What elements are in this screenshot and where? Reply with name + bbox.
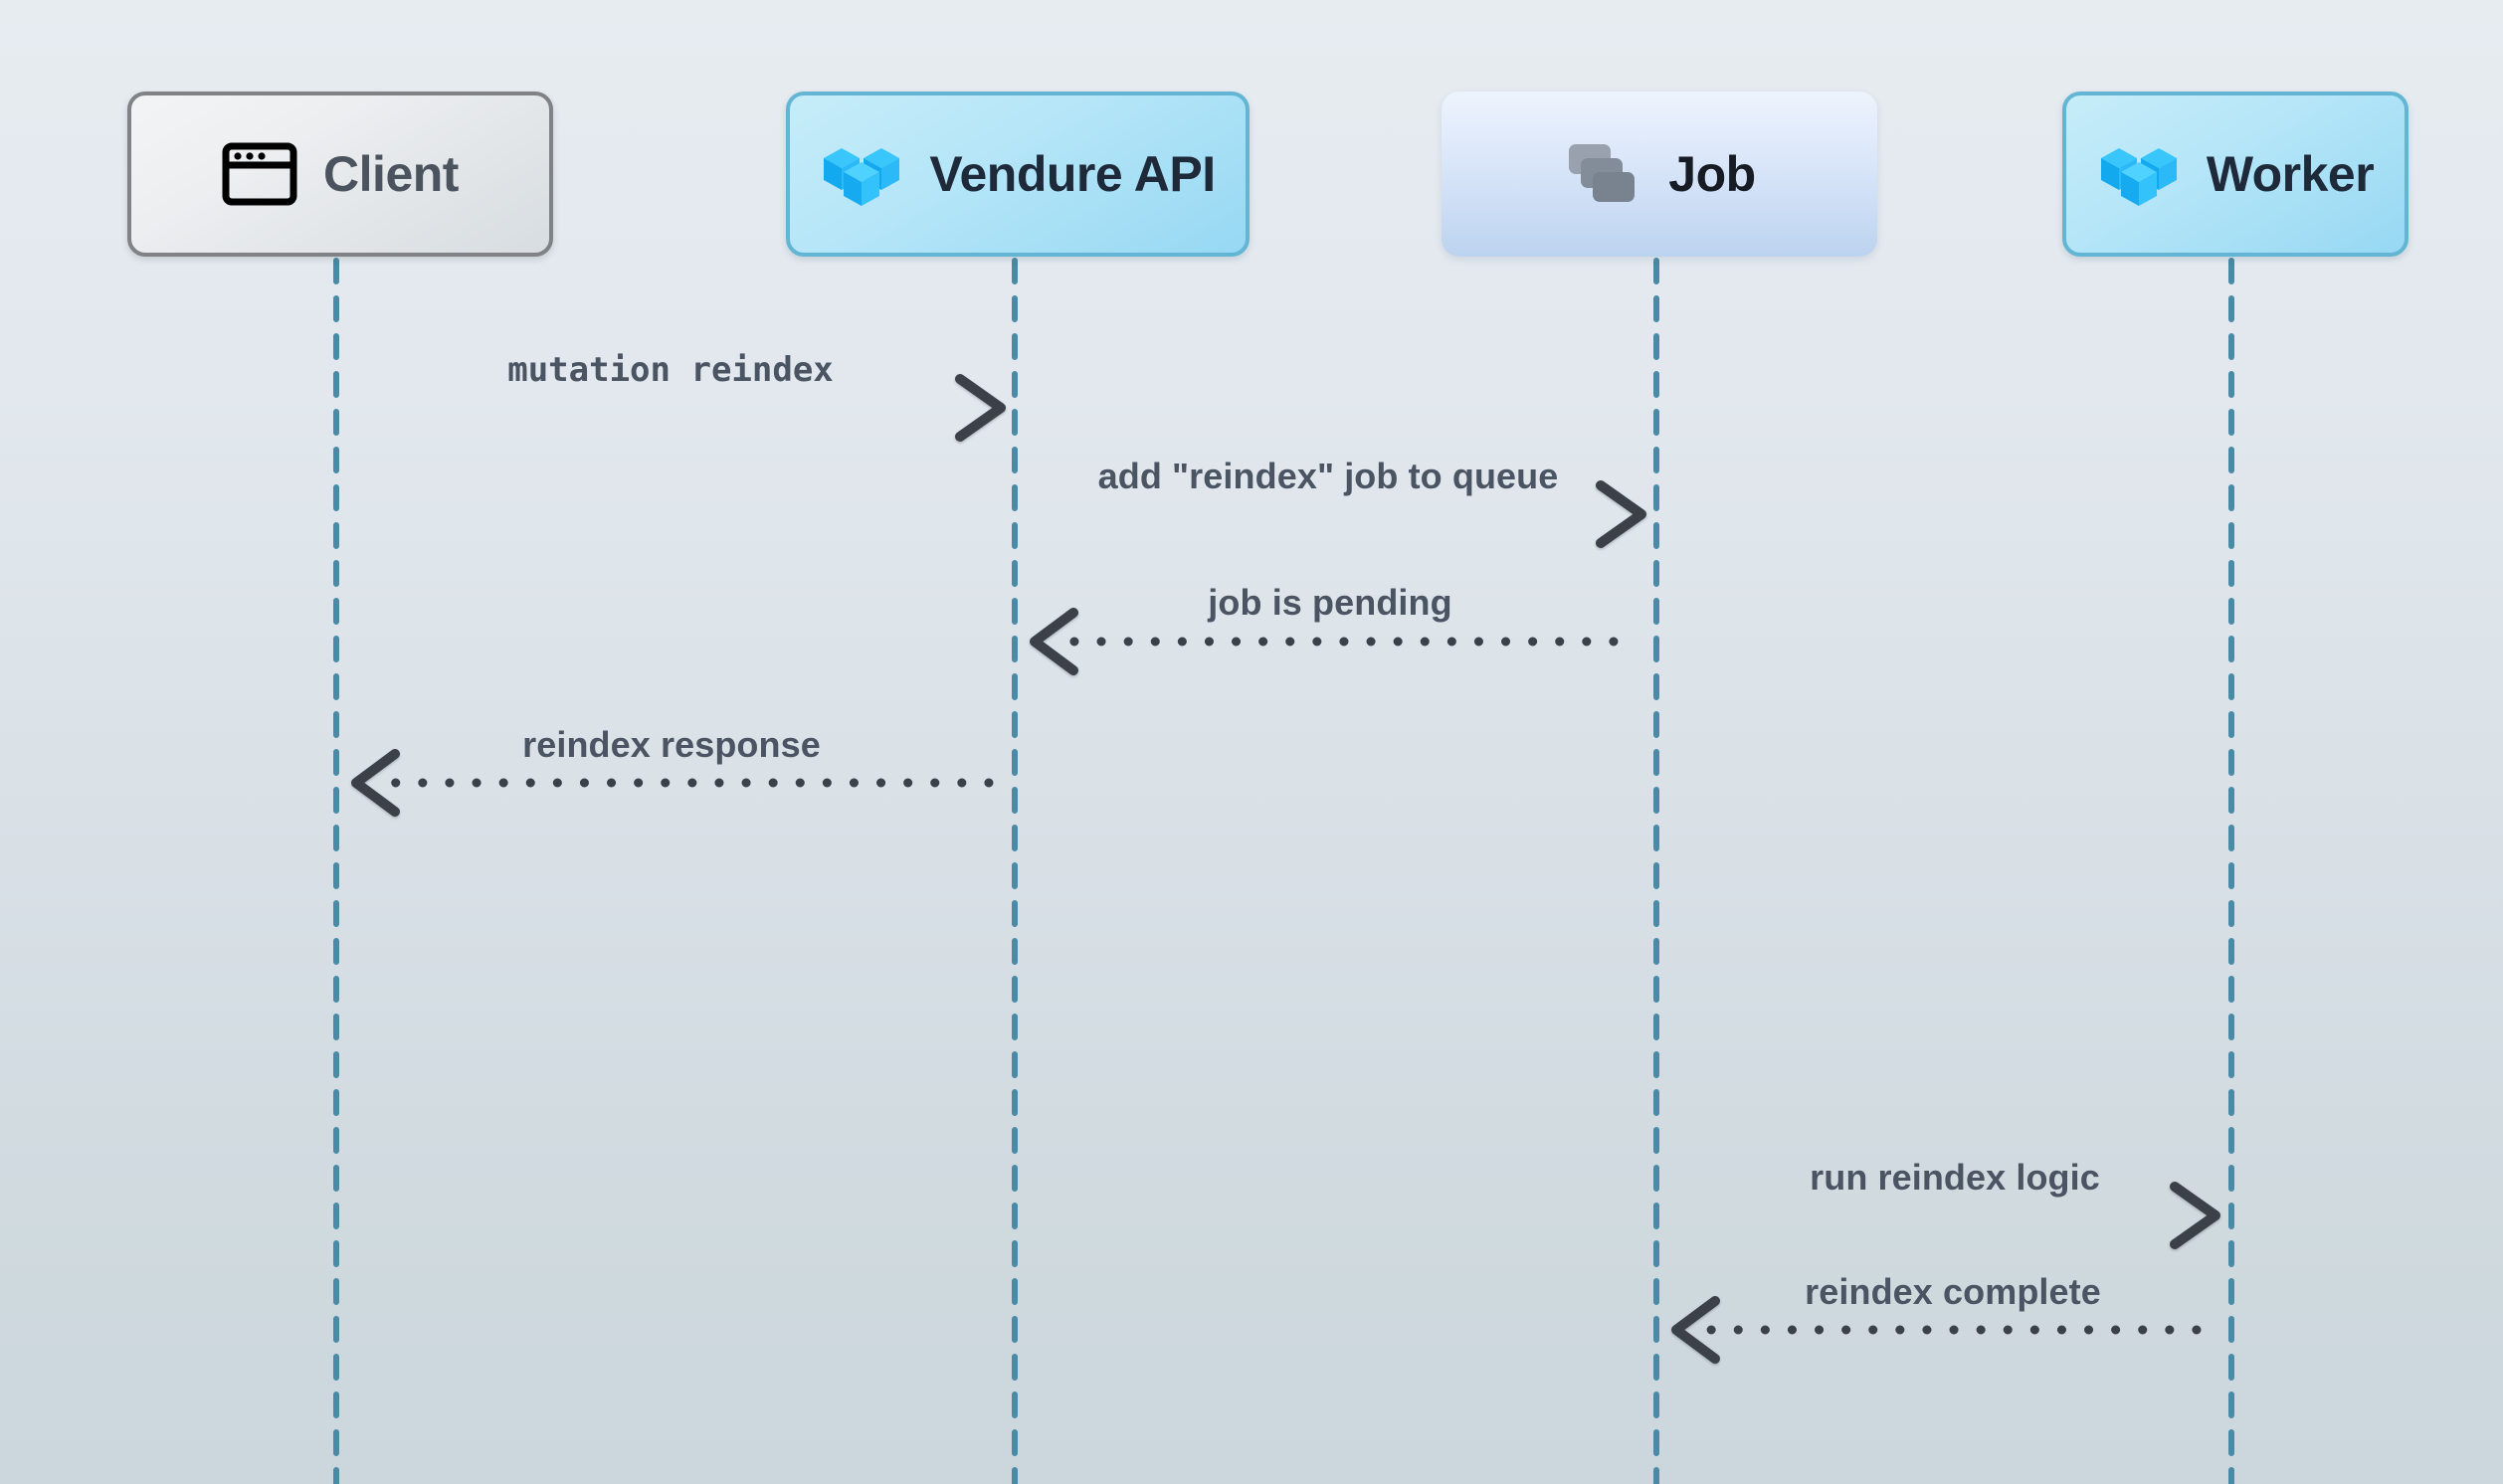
message-label-run-reindex-logic: run reindex logic <box>1810 1157 2100 1198</box>
participant-label-job: Job <box>1668 146 1756 202</box>
vendure-cubes-icon <box>820 138 903 210</box>
message-arrow-reindex-complete <box>1671 1296 2202 1364</box>
participant-worker[interactable]: Worker <box>2062 92 2408 257</box>
participant-vendure-api[interactable]: Vendure API <box>786 92 1250 257</box>
message-arrow-run-reindex-logic <box>1674 1182 2220 1249</box>
message-arrow-add-reindex-job-to-queue <box>1033 480 1646 548</box>
message-arrow-mutation-reindex <box>334 374 1006 442</box>
lifelines <box>333 258 2234 1484</box>
stacked-cards-icon <box>1563 138 1642 210</box>
message-label-reindex-complete: reindex complete <box>1805 1271 2101 1312</box>
participant-client[interactable]: Client <box>127 92 553 257</box>
vendure-cubes-icon <box>2097 138 2181 210</box>
message-label-add-reindex-job-to-queue: add "reindex" job to queue <box>1097 456 1559 496</box>
participant-label-vendure-api: Vendure API <box>929 146 1216 202</box>
browser-window-icon <box>222 142 297 206</box>
participant-job[interactable]: Job <box>1442 92 1877 257</box>
message-label-job-is-pending: job is pending <box>1208 582 1452 623</box>
participant-label-client: Client <box>323 146 459 202</box>
message-label-reindex-response: reindex response <box>522 724 821 765</box>
message-arrow-job-is-pending <box>1030 608 1619 675</box>
participant-label-worker: Worker <box>2206 146 2375 202</box>
message-label-mutation-reindex: mutation reindex <box>507 350 834 390</box>
message-arrow-reindex-response <box>351 749 994 817</box>
